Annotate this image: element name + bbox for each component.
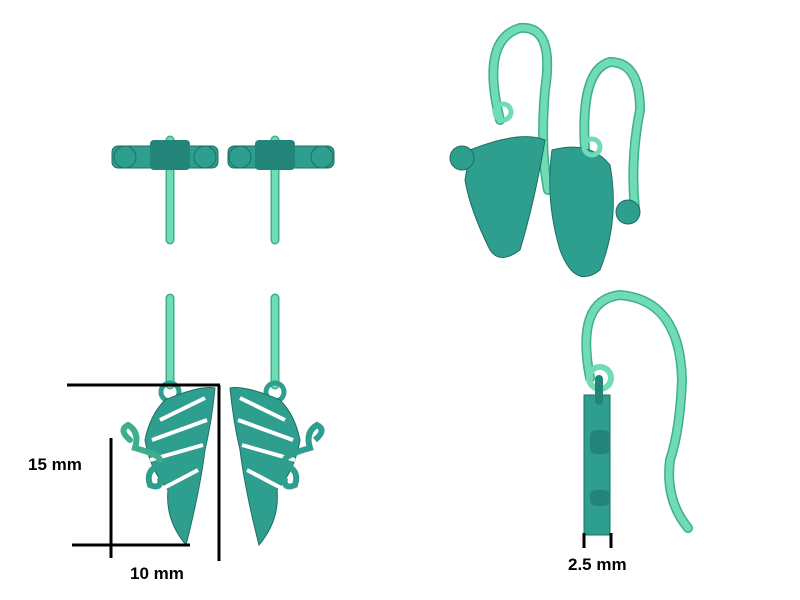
side-view-butterfly <box>583 394 611 536</box>
front-view <box>120 293 325 547</box>
butterfly-wing-icon <box>229 387 301 547</box>
top-view <box>111 135 335 245</box>
top-view-left-earring <box>111 135 219 245</box>
front-view-left-earring <box>120 293 216 547</box>
dimension-lines: 15 mm 10 mm <box>28 383 221 583</box>
side-view: 2.5 mm <box>568 289 693 574</box>
width-dimension-label: 10 mm <box>130 564 184 583</box>
front-view-right-earring <box>229 293 325 547</box>
top-view-right-earring <box>227 135 335 245</box>
thickness-dimension-label: 2.5 mm <box>568 555 627 574</box>
perspective-view <box>449 22 646 278</box>
perspective-left-butterfly <box>464 136 546 258</box>
perspective-right-butterfly <box>549 146 614 278</box>
height-dimension-label: 15 mm <box>28 455 82 474</box>
